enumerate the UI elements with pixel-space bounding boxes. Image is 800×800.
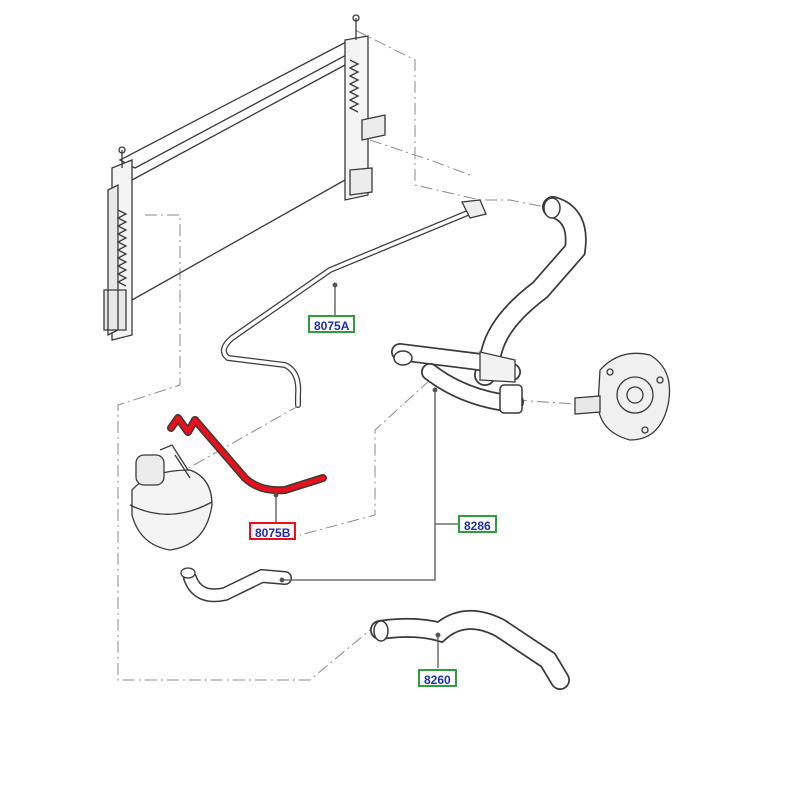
hose-8075a-drawing <box>220 199 487 408</box>
part-label-8286[interactable]: 8286 <box>458 515 497 533</box>
radiator <box>103 14 386 341</box>
hose-8075b-drawing <box>167 414 327 495</box>
water-pump <box>574 352 671 441</box>
leader-lines <box>273 282 458 668</box>
part-label-8075b[interactable]: 8075B <box>249 522 297 540</box>
reference-lines <box>117 29 591 681</box>
hose-8286-drawing <box>391 196 587 414</box>
part-label-8260[interactable]: 8260 <box>418 669 457 687</box>
tank-outlet-hose-drawing <box>180 567 292 603</box>
part-label-8075a[interactable]: 8075A <box>308 315 356 333</box>
hose-8260-drawing <box>370 609 570 690</box>
expansion-tank <box>129 444 213 551</box>
